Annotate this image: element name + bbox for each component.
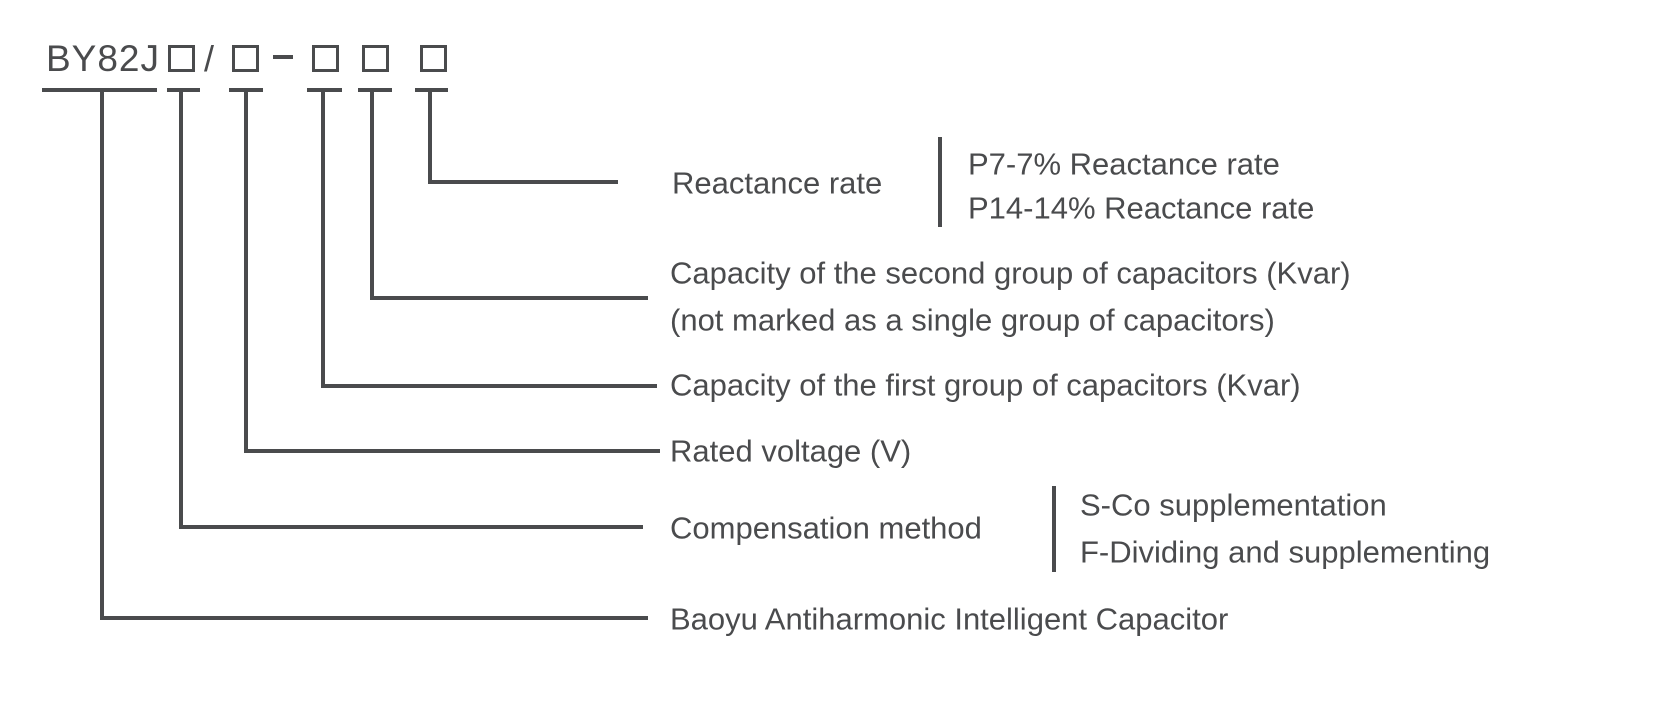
- label-capacity-first-group: Capacity of the first group of capacitor…: [670, 367, 1301, 403]
- stem-reactance: [428, 88, 432, 184]
- leader-product: [100, 616, 648, 620]
- stem-compensation: [179, 88, 183, 529]
- label-compensation-method: Compensation method: [670, 510, 982, 546]
- label-rated-voltage: Rated voltage (V): [670, 433, 912, 469]
- stem-capacity-first: [321, 88, 325, 388]
- compensation-option-s: S-Co supplementation: [1080, 487, 1387, 523]
- model-digit-box-3: [312, 45, 339, 72]
- leader-reactance: [428, 180, 618, 184]
- compensation-option-f: F-Dividing and supplementing: [1080, 534, 1491, 570]
- leader-rated-voltage: [244, 449, 660, 453]
- compensation-options-divider: [1052, 486, 1056, 572]
- leader-capacity-first: [321, 384, 657, 388]
- stem-capacity-second: [370, 88, 374, 300]
- stem-product: [100, 88, 104, 620]
- model-separator-slash: /: [204, 38, 215, 79]
- model-prefix: BY82J: [46, 38, 161, 79]
- reactance-options-divider: [938, 137, 942, 227]
- label-capacity-second-group-note: (not marked as a single group of capacit…: [670, 302, 1275, 338]
- label-capacity-second-group: Capacity of the second group of capacito…: [670, 255, 1351, 291]
- model-separator-dash: [273, 55, 293, 59]
- label-product-name: Baoyu Antiharmonic Intelligent Capacitor: [670, 601, 1229, 637]
- reactance-option-p7: P7-7% Reactance rate: [968, 146, 1280, 182]
- leader-capacity-second: [370, 296, 648, 300]
- label-reactance-rate: Reactance rate: [672, 165, 883, 201]
- model-digit-box-1: [168, 45, 195, 72]
- leader-compensation: [179, 525, 643, 529]
- connector-bar-box4: [358, 88, 392, 92]
- model-digit-box-2: [232, 45, 259, 72]
- model-digit-box-4: [362, 45, 389, 72]
- reactance-option-p14: P14-14% Reactance rate: [968, 190, 1315, 226]
- stem-rated-voltage: [244, 88, 248, 453]
- connector-bar-prefix: [42, 88, 157, 92]
- connector-bar-box1: [167, 88, 200, 92]
- model-digit-box-5: [420, 45, 447, 72]
